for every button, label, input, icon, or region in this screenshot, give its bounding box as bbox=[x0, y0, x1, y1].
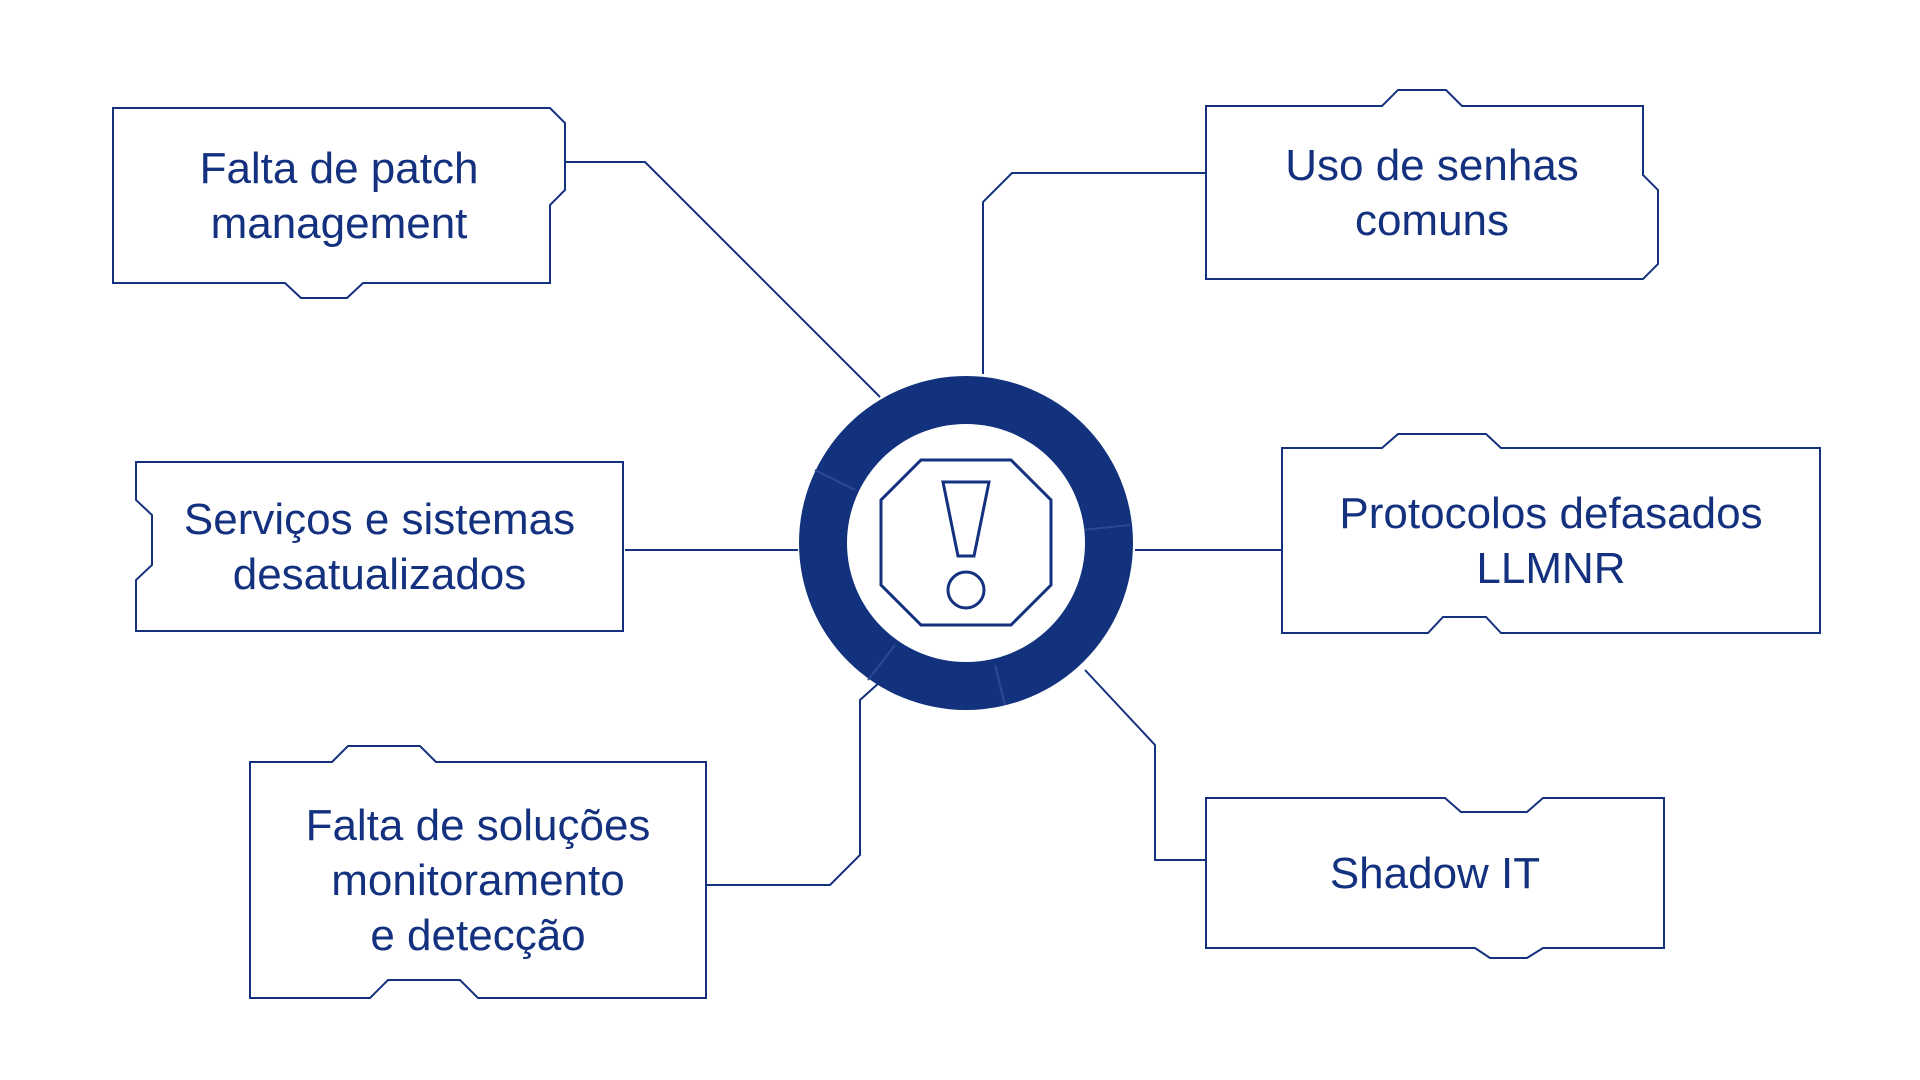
center-inner-circle bbox=[847, 424, 1085, 662]
box-servicos-desatualizados bbox=[135, 461, 624, 632]
connector-uso-senhas bbox=[982, 172, 1206, 374]
warning-octagon-icon bbox=[879, 458, 1053, 627]
box-falta-patch bbox=[112, 107, 566, 299]
connector-falta-monitoramento bbox=[706, 681, 881, 886]
box-protocolos-defasados bbox=[1281, 433, 1821, 634]
box-shadow-it bbox=[1205, 797, 1665, 959]
connector-shadow-it bbox=[1084, 669, 1206, 861]
connector-falta-patch bbox=[565, 161, 881, 398]
box-uso-senhas bbox=[1205, 89, 1659, 280]
box-falta-monitoramento bbox=[249, 745, 707, 999]
ring-segment-marks bbox=[814, 469, 1131, 706]
